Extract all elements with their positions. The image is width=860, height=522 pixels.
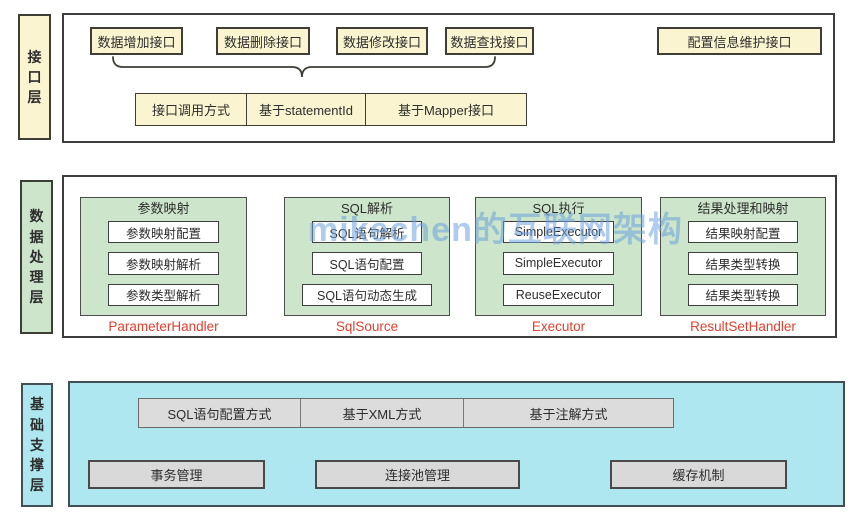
panel-item: SQL语句解析 [311, 221, 423, 244]
panel-item: 结果映射配置 [687, 221, 799, 244]
call-method-row: 接口调用方式 基于statementId 基于Mapper接口 [135, 93, 527, 126]
panel-title: 参数映射 [137, 201, 190, 216]
transaction-management-box: 事务管理 [88, 460, 265, 489]
sql-config-cell: 基于注解方式 [529, 406, 608, 422]
call-method-cell: 基于statementId [247, 94, 366, 125]
panel-title: SQL解析 [340, 201, 393, 216]
interface-layer-label: 接口层 [18, 14, 51, 140]
panel-item: SQL语句配置 [311, 252, 423, 275]
sql-config-cell: SQL语句配置方式 [139, 399, 301, 427]
panel-item: SQL语句动态生成 [302, 283, 432, 306]
panel-parameter-mapping: 参数映射 参数映射配置 参数映射解析 参数类型解析 [80, 197, 247, 316]
panel-item: 结果类型转换 [687, 252, 799, 275]
call-method-cell: 接口调用方式 [136, 94, 247, 125]
brace-icon [112, 56, 496, 78]
panel-item: 参数映射解析 [108, 252, 219, 275]
panel-caption-parameterhandler: ParameterHandler [108, 319, 219, 334]
cache-mechanism-box: 缓存机制 [610, 460, 787, 489]
panel-caption-resultsethandler: ResultSetHandler [690, 319, 796, 334]
panel-item: 参数映射配置 [108, 221, 219, 244]
interface-button-config-maintain: 配置信息维护接口 [657, 27, 822, 55]
panel-sql-execution: SQL执行 SimpleExecutor SimpleExecutor Reus… [475, 197, 642, 316]
brace-connector [108, 54, 500, 82]
panel-item: SimpleExecutor [503, 252, 614, 275]
sql-config-row: SQL语句配置方式 基于XML方式 基于注解方式 [138, 398, 674, 428]
interface-button-data-update: 数据修改接口 [336, 27, 428, 55]
panel-item: ReuseExecutor [503, 283, 614, 306]
data-processing-layer-label-text: 数据处理层 [29, 208, 44, 306]
interface-button-data-add: 数据增加接口 [90, 27, 183, 55]
panel-item: 结果类型转换 [687, 283, 799, 306]
interface-button-data-delete: 数据删除接口 [216, 27, 310, 55]
data-processing-layer-label: 数据处理层 [20, 180, 53, 334]
panel-result-handling: 结果处理和映射 结果映射配置 结果类型转换 结果类型转换 [660, 197, 826, 316]
base-support-layer-label: 基础支撑层 [21, 383, 53, 507]
panel-caption-executor: Executor [531, 319, 586, 334]
sql-config-cell: 基于XML方式 [301, 399, 464, 427]
panel-caption-sqlsource: SqlSource [335, 319, 399, 334]
interface-layer-label-text: 接口层 [27, 48, 42, 106]
interface-button-data-query: 数据查找接口 [445, 27, 534, 55]
panel-title: 结果处理和映射 [697, 201, 789, 216]
panel-title: SQL执行 [532, 201, 585, 216]
panel-item: SimpleExecutor [503, 221, 614, 244]
base-support-layer-label-text: 基础支撑层 [30, 396, 44, 494]
panel-sql-parsing: SQL解析 SQL语句解析 SQL语句配置 SQL语句动态生成 [284, 197, 450, 316]
call-method-cell: 基于Mapper接口 [397, 103, 495, 118]
connection-pool-box: 连接池管理 [315, 460, 520, 489]
panel-item: 参数类型解析 [108, 283, 219, 306]
